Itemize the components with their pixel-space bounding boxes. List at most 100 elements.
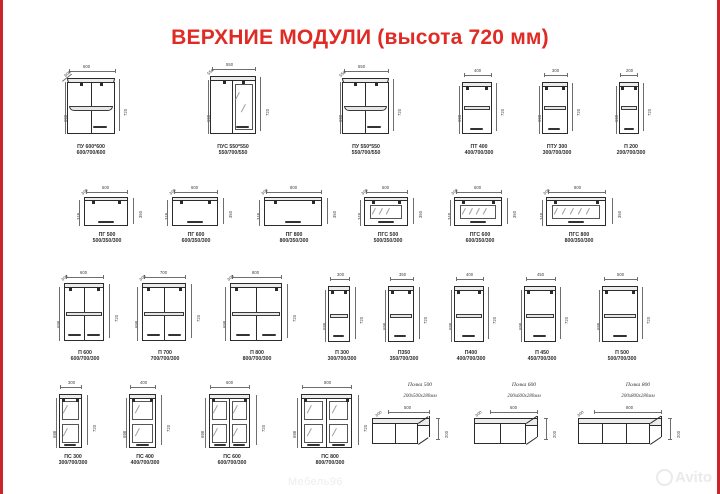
module-size: 600/700/300 <box>70 356 100 363</box>
dim-height: 720 <box>423 316 428 324</box>
module-p-800[interactable]: 800 300 698 720 П 800 800/700/300 <box>216 270 298 362</box>
module-size: 600/700/600 <box>76 150 106 157</box>
module-code: П 200 <box>624 144 638 150</box>
dim-width: 800 <box>324 380 332 385</box>
dim-width: 200 <box>626 68 634 73</box>
module-code: ПС 400 <box>136 454 154 460</box>
avito-watermark: Avito <box>656 469 712 486</box>
module-size: 500/350/300 <box>92 238 122 245</box>
module-pu-550[interactable]: 550 550 698 720 ПУ 550*550 550/700/550 <box>330 64 402 156</box>
module-size: 800/350/300 <box>279 238 309 245</box>
dim-height: 350 <box>228 210 233 218</box>
module-size: 600/700/300 <box>217 460 247 467</box>
dim-width: 400 <box>474 68 482 73</box>
dim-height: 720 <box>492 316 497 324</box>
module-code: ПС 600 <box>223 454 241 460</box>
dim-depth: 300 <box>138 273 147 282</box>
dim-width: 800 <box>626 405 634 410</box>
module-ps-400[interactable]: 400 698 720 ПС 400 400/700/300 <box>118 380 172 466</box>
dim-width: 600 <box>83 64 91 69</box>
module-pu-600[interactable]: 600 600 698 720 ПУ 600*600 600/700/600 <box>55 64 128 156</box>
module-p-700[interactable]: 700 300 698 720 П 700 700/700/300 <box>128 270 202 362</box>
dim-depth: 300 <box>360 187 369 196</box>
module-size: 400/700/300 <box>130 460 160 467</box>
module-size: 450/700/300 <box>527 356 557 363</box>
dim-height: 720 <box>166 424 171 432</box>
dim-height: 720 <box>123 108 128 116</box>
dim-depth: 300 <box>542 187 551 196</box>
module-code: ПУ 550*550 <box>352 144 380 150</box>
module-p-400[interactable]: 400 698 720 П400 400/700/300 <box>444 272 498 362</box>
dim-width: 600 <box>191 185 199 190</box>
module-pg-800[interactable]: 800 300 348 350 ПГ 800 800/350/300 <box>250 185 338 244</box>
module-code: П 450 <box>535 350 549 356</box>
module-size: 800/350/300 <box>564 238 594 245</box>
dim-depth: 300 <box>374 409 383 418</box>
module-p-500[interactable]: 500 698 720 П 500 500/700/300 <box>592 272 652 362</box>
dim-width: 600 <box>80 270 88 275</box>
avito-logo-icon <box>656 469 674 486</box>
module-pgs-500[interactable]: 500 300 348 350 ПГС 500 500/350/300 <box>352 185 424 244</box>
module-ps-600[interactable]: 600 698 720 ПС 600 600/700/300 <box>196 380 268 466</box>
dim-width: 300 <box>552 68 560 73</box>
dim-depth: 300 <box>60 273 69 282</box>
module-code: ПГС 600 <box>469 232 491 238</box>
shelf-500[interactable]: Полка 500 200х500х280мм 500 300 200 <box>372 382 468 466</box>
module-pgs-800[interactable]: 800 300 348 350 ПГС 800 800/350/300 <box>534 185 624 244</box>
site-watermark: Мебель96 <box>288 476 343 488</box>
dim-width: 800 <box>290 185 298 190</box>
module-code: ПУ 600*600 <box>77 144 105 150</box>
module-code: П 600 <box>78 350 92 356</box>
module-p-300[interactable]: 300 698 720 П 300 300/700/300 <box>318 272 366 362</box>
module-code: П 300 <box>335 350 349 356</box>
module-pg-600[interactable]: 600 300 348 350 ПГ 600 600/350/300 <box>158 185 234 244</box>
module-code: ПГС 500 <box>377 232 399 238</box>
dim-height: 720 <box>397 108 402 116</box>
dim-height: 720 <box>292 314 297 322</box>
dim-height: 720 <box>363 424 368 432</box>
module-code: ПГ 600 <box>187 232 205 238</box>
module-size: 300/700/300 <box>542 150 572 157</box>
dim-depth: 300 <box>226 273 235 282</box>
dim-depth: 300 <box>474 409 483 418</box>
dim-width: 550 <box>358 64 366 69</box>
module-size: 800/700/300 <box>315 460 345 467</box>
module-code: П400 <box>464 350 478 356</box>
left-red-border <box>0 0 3 494</box>
module-code: ПГ 800 <box>285 232 303 238</box>
dim-width: 300 <box>68 380 76 385</box>
dim-height: 720 <box>196 314 201 322</box>
shelf-600[interactable]: Полка 600 200х600х280мм 600 300 200 <box>472 382 576 466</box>
module-p-350[interactable]: 350 698 720 П350 350/700/300 <box>378 272 430 362</box>
dim-height: 200 <box>444 430 449 438</box>
module-code: ПТУ 300 <box>546 144 568 150</box>
dim-height: 720 <box>646 316 651 324</box>
module-ps-300[interactable]: 300 698 720 ПС 300 300/700/300 <box>48 380 98 466</box>
shelf-code: Полка 500 <box>407 382 433 388</box>
shelf-size: 200х500х280мм <box>403 394 437 399</box>
dim-width: 700 <box>160 270 168 275</box>
dim-width: 800 <box>252 270 260 275</box>
dim-height: 350 <box>138 210 143 218</box>
shelf-800[interactable]: Полка 800 200х800х280мм 800 300 200 <box>574 382 704 466</box>
module-size: 600/350/300 <box>465 238 495 245</box>
module-pt-400[interactable]: 400 698 720 ПТ 400 400/700/300 <box>452 66 506 156</box>
module-pgs-600[interactable]: 600 300 348 350 ПГС 600 600/350/300 <box>442 185 518 244</box>
dim-height: 350 <box>617 210 622 218</box>
module-p-200[interactable]: 200 698 720 П 200 200/700/300 <box>608 66 654 156</box>
dim-width: 500 <box>102 185 110 190</box>
module-code: ПС 800 <box>321 454 339 460</box>
module-p-600[interactable]: 600 300 698 720 П 600 600/700/300 <box>50 270 120 362</box>
module-p-450[interactable]: 450 698 720 П 450 450/700/300 <box>514 272 570 362</box>
dim-depth: 300 <box>168 187 177 196</box>
module-size: 700/700/300 <box>150 356 180 363</box>
dim-height: 720 <box>576 108 581 116</box>
module-ptu-300[interactable]: 300 698 720 ПТУ 300 300/700/300 <box>532 66 582 156</box>
dim-width: 600 <box>510 405 518 410</box>
dim-width: 800 <box>574 185 582 190</box>
module-pg-500[interactable]: 500 300 348 350 ПГ 500 500/350/300 <box>70 185 144 244</box>
module-code: ПГ 500 <box>98 232 116 238</box>
module-code: П 500 <box>615 350 629 356</box>
module-pus-550[interactable]: 550 550 698 720 ПУС 550*550 550/700/550 <box>196 62 270 156</box>
module-ps-800[interactable]: 800 698 720 ПС 800 800/700/300 <box>288 380 372 466</box>
